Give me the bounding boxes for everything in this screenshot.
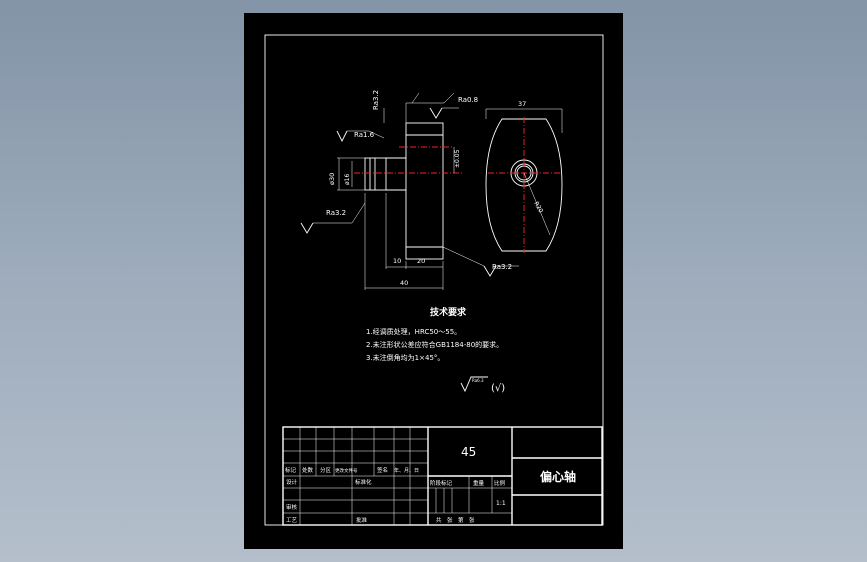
review-label: 审核	[286, 503, 298, 511]
cad-drawing: Ra3.2 Ra0.8 Ra1.6 Ra3.2 Ra3.2 ø30 ø16 ±0…	[264, 34, 604, 526]
weight-label: 重量	[473, 479, 485, 487]
row-label-sign: 签名	[377, 466, 388, 474]
side-view: 37 R20	[485, 100, 563, 253]
note-2: 2.未注形状公差应符合GB1184-80的要求。	[366, 340, 503, 349]
dia-label-2: ø16	[344, 174, 351, 185]
material-value: 45	[461, 445, 476, 459]
note-3: 3.未注倒角均为1×45°。	[366, 353, 444, 362]
title-block: 45 偏心轴 1:1 标记 处数 分区 更改文件号 签名 年、月、日 设计 标准…	[282, 426, 603, 526]
dim-seg2: 20	[417, 257, 425, 265]
row-label-zone: 分区	[320, 466, 332, 474]
dim-seg1: 10	[393, 257, 401, 265]
drawing-sheet: Ra3.2 Ra0.8 Ra1.6 Ra3.2 Ra3.2 ø30 ø16 ±0…	[244, 13, 623, 549]
sheets-label: 共 张 第 张	[436, 516, 475, 524]
tech-notes: 技术要求 1.经调质处理，HRC50～55。 2.未注形状公差应符合GB1184…	[366, 306, 505, 394]
stage-mark-label: 阶段标记	[430, 479, 453, 487]
scale-value: 1:1	[496, 500, 506, 507]
hole-label: R20	[532, 201, 544, 215]
approve-label: 批准	[356, 516, 368, 524]
dia-label-1: ø30	[328, 173, 336, 185]
row-label-date: 年、月、日	[394, 467, 419, 474]
ra-bottom-right-label: Ra3.2	[492, 263, 512, 271]
standardize-label: 标准化	[355, 478, 372, 486]
ra-left-label: Ra1.6	[354, 131, 375, 139]
ra-bottom-left-label: Ra3.2	[326, 209, 346, 217]
tol-label: ±0.05	[454, 149, 461, 168]
part-name: 偏心轴	[540, 469, 576, 484]
dim-top-width: 37	[518, 100, 526, 108]
front-view: Ra3.2 Ra0.8 Ra1.6 Ra3.2 Ra3.2 ø30 ø16 ±0…	[300, 90, 519, 290]
dim-total: 40	[400, 279, 408, 287]
design-label: 设计	[286, 478, 298, 486]
ra-top-label: Ra3.2	[372, 90, 380, 110]
ra-top-right-label: Ra0.8	[458, 96, 478, 104]
row-label-change-doc: 更改文件号	[335, 467, 358, 474]
row-label-count: 处数	[302, 466, 314, 474]
ratio-label: 比例	[494, 479, 506, 487]
note-1: 1.经调质处理，HRC50～55。	[366, 327, 461, 336]
drawing-frame	[264, 34, 604, 526]
notes-title: 技术要求	[430, 306, 467, 318]
general-ra-sup: Ra6.3	[472, 378, 484, 383]
general-roughness: (√)	[491, 383, 505, 394]
process-label: 工艺	[286, 517, 298, 524]
row-label-mark: 标记	[285, 466, 297, 474]
